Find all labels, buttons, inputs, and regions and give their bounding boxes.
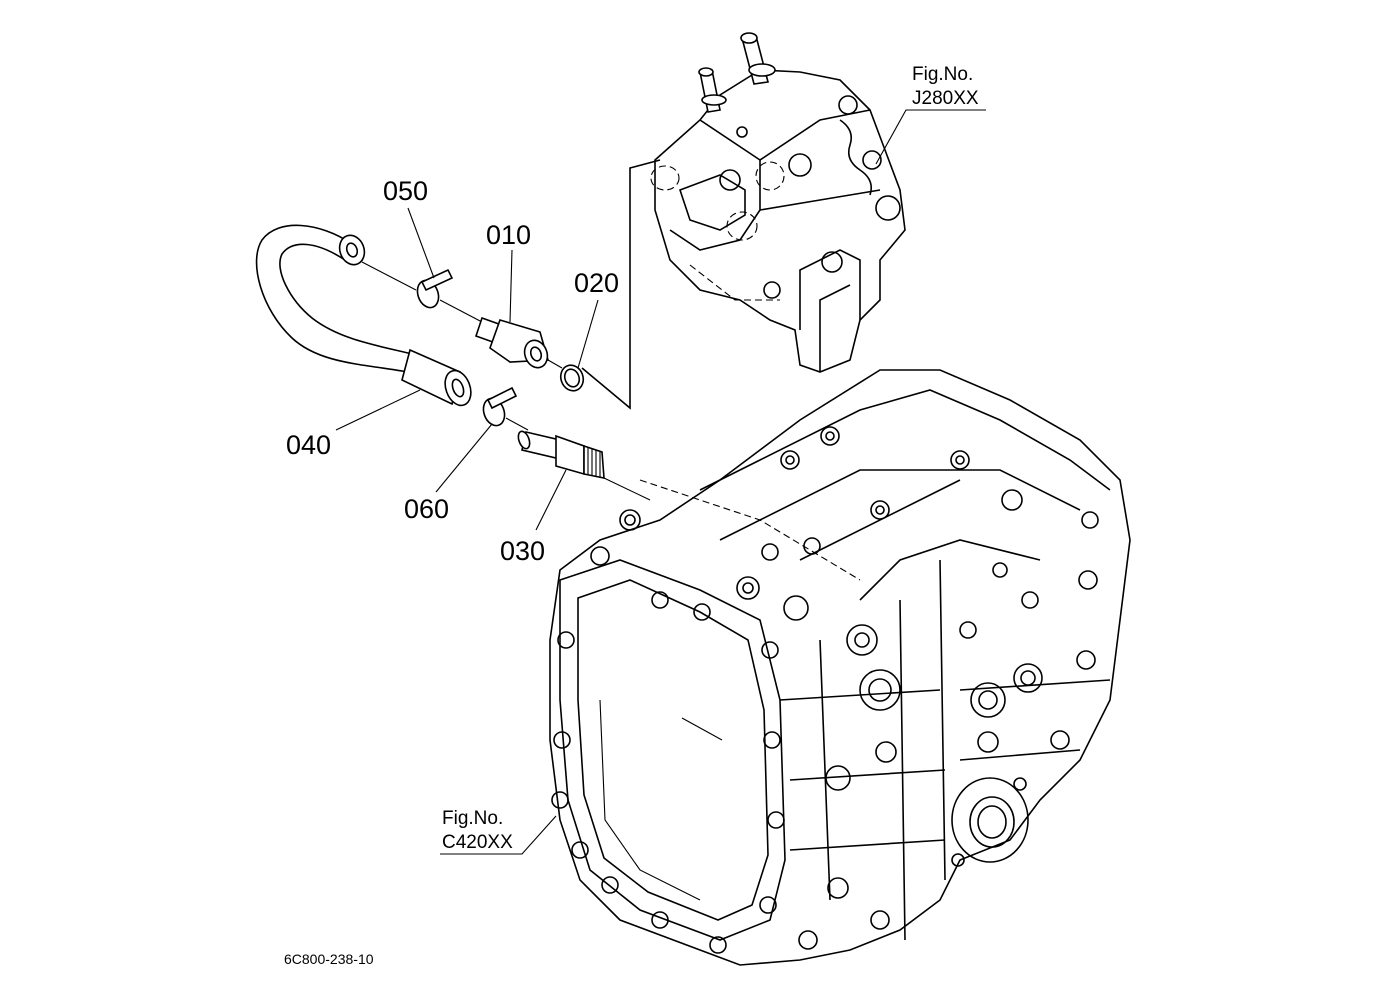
part-label-020: 020 — [574, 268, 619, 298]
hose-clamp-060 — [482, 386, 529, 431]
hose-040 — [255, 224, 472, 407]
control-valve-assembly — [650, 32, 906, 373]
nipple-030 — [517, 430, 651, 501]
part-label-050: 050 — [383, 176, 428, 206]
leader-lines — [335, 109, 986, 855]
diagram-code: 6C800-238-10 — [284, 951, 374, 967]
part-label-040: 040 — [286, 430, 331, 460]
fig-ref-bottom-line2: C420XX — [442, 832, 513, 853]
part-label-010: 010 — [486, 220, 531, 250]
valve-bracket-leader — [581, 159, 661, 410]
fig-ref-top-line1: Fig.No. — [912, 64, 973, 85]
fig-ref-bottom-line1: Fig.No. — [442, 808, 503, 829]
part-label-060: 060 — [404, 494, 449, 524]
fig-ref-top-line2: J280XX — [912, 88, 979, 109]
part-label-030: 030 — [500, 536, 545, 566]
o-ring-020 — [559, 364, 585, 392]
transmission-case — [549, 369, 1131, 966]
fitting-010 — [474, 316, 563, 369]
hose-clamp-050 — [361, 261, 483, 323]
